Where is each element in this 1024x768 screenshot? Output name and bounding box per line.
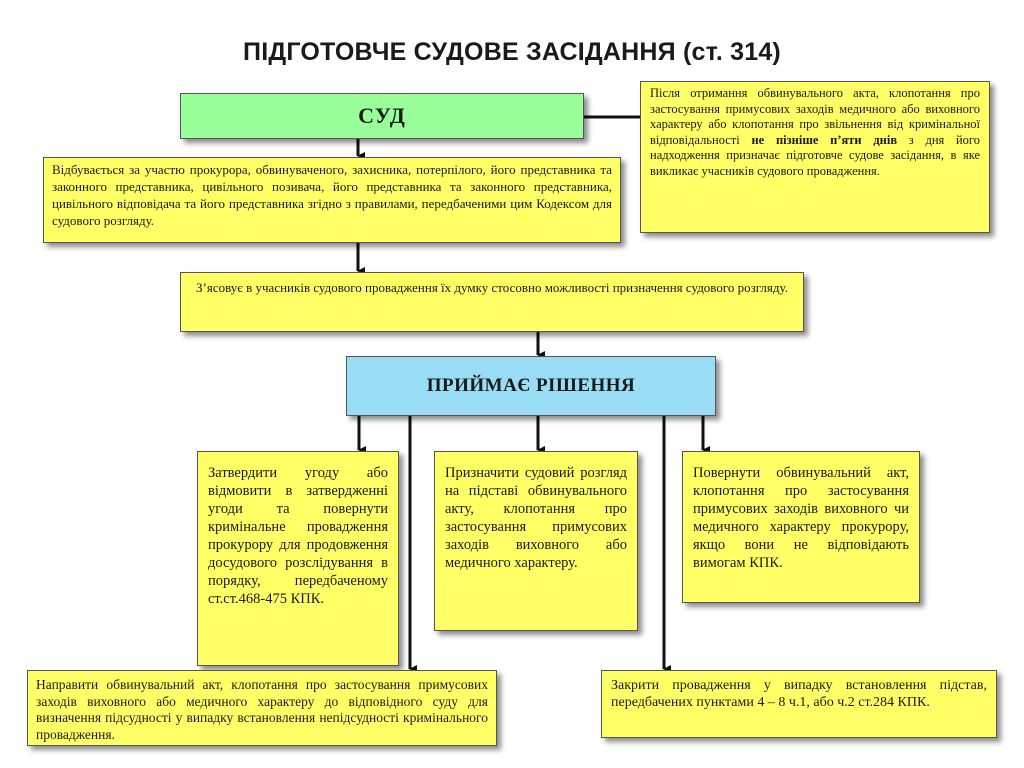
option-close-proceeding-box: Закрити провадження у випадку встановлен… bbox=[601, 670, 997, 738]
option-return-act-box: Повернути обвинувальний акт, клопотання … bbox=[682, 451, 920, 603]
option-return-text: Повернути обвинувальний акт, клопотання … bbox=[693, 465, 909, 571]
court-label: СУД bbox=[358, 103, 406, 128]
decision-box: ПРИЙМАЄ РІШЕННЯ bbox=[346, 356, 716, 416]
after-receipt-text-end: з дня його надходження призначає підгото… bbox=[650, 132, 980, 178]
option-send-to-court-box: Направити обвинувальний акт, клопотання … bbox=[27, 670, 497, 746]
after-receipt-text: Після отримання обвинувального акта, кло… bbox=[650, 86, 980, 147]
views-text: З’ясовує в учасників судового провадженн… bbox=[196, 280, 788, 295]
participants-box: Відбувається за участю прокурора, обвину… bbox=[43, 157, 621, 243]
option-close-text: Закрити провадження у випадку встановлен… bbox=[611, 678, 987, 710]
page-title: ПІДГОТОВЧЕ СУДОВЕ ЗАСІДАННЯ (ст. 314) bbox=[243, 38, 781, 66]
option-send-text: Направити обвинувальний акт, клопотання … bbox=[36, 677, 488, 742]
deadline-emphasis: не пізніше п’яти днів bbox=[751, 132, 898, 147]
decision-label: ПРИЙМАЄ РІШЕННЯ bbox=[426, 375, 636, 396]
option-approve-text: Затвердити угоду або відмовити в затверд… bbox=[208, 465, 388, 607]
option-approve-agreement-box: Затвердити угоду або відмовити в затверд… bbox=[197, 451, 399, 666]
option-schedule-trial-box: Призначити судовий розгляд на підставі о… bbox=[434, 451, 638, 631]
option-trial-text: Призначити судовий розгляд на підставі о… bbox=[445, 465, 627, 571]
views-box: З’ясовує в учасників судового провадженн… bbox=[180, 272, 804, 332]
participants-text: Відбувається за участю прокурора, обвину… bbox=[52, 162, 612, 228]
after-receipt-box: Після отримання обвинувального акта, кло… bbox=[640, 81, 990, 233]
court-box: СУД bbox=[180, 93, 584, 139]
